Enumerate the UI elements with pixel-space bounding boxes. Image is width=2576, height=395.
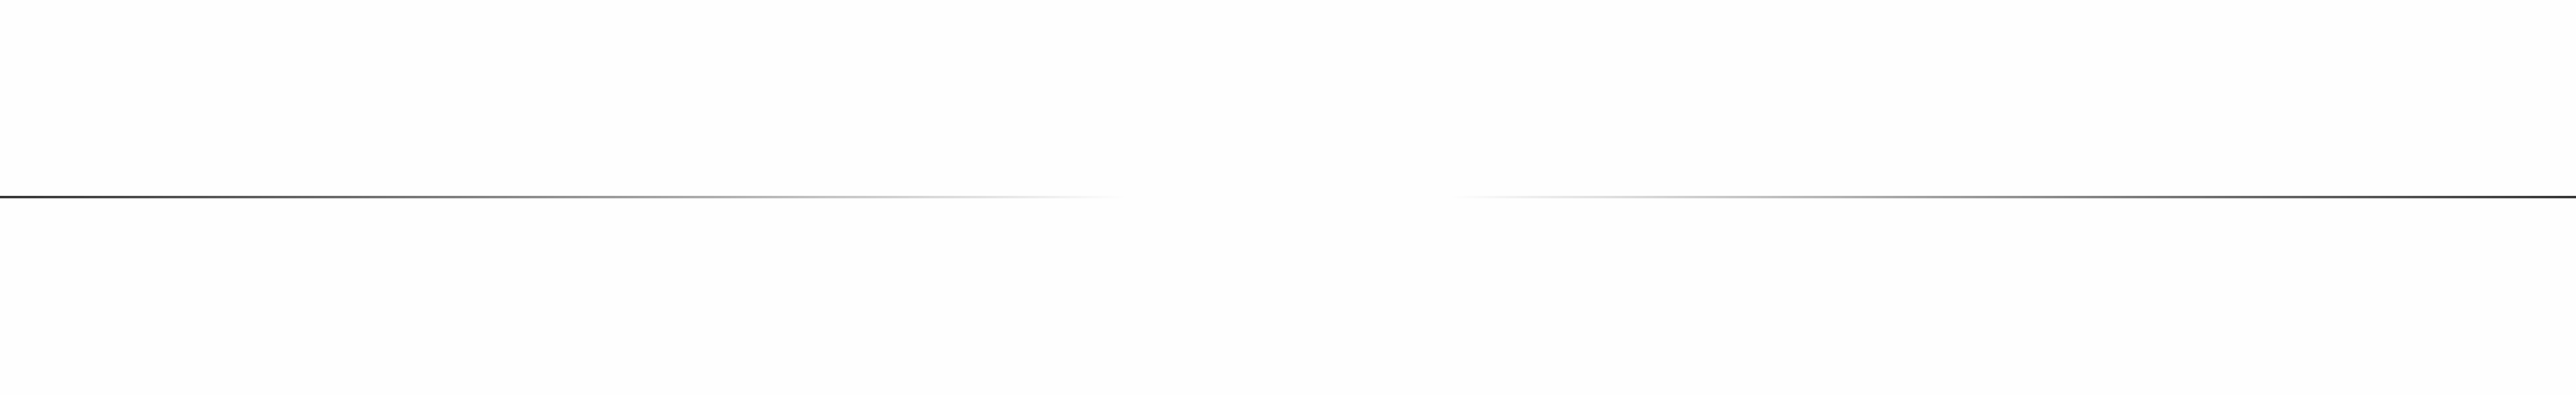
horizontal-divider-left [0, 196, 1126, 198]
horizontal-divider-right [1450, 196, 2576, 198]
